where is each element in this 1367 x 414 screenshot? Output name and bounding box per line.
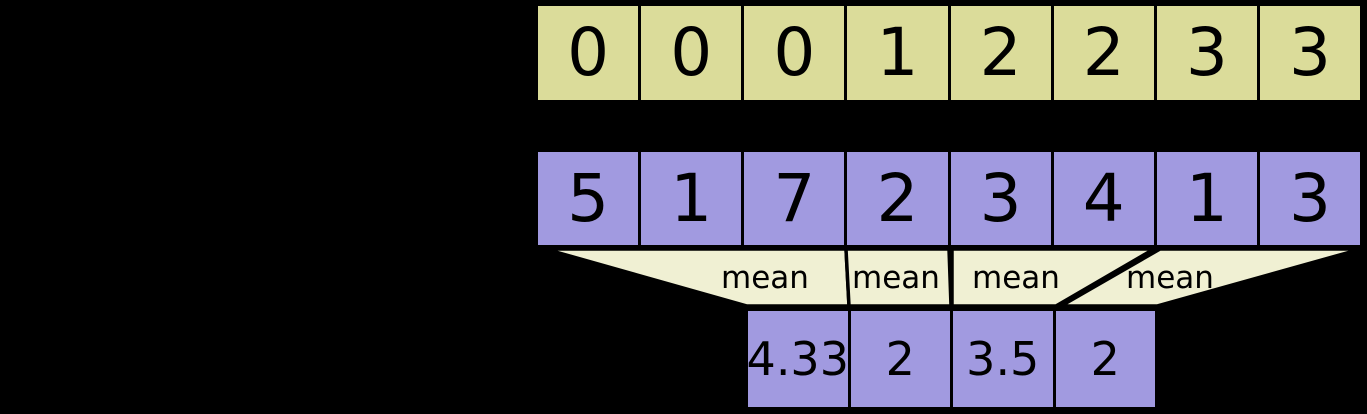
segment-id-cell: 2 [950,6,1051,100]
result-cell: 2 [850,311,950,407]
segment-id-cell: 3 [1259,6,1360,100]
mean-label-4: mean [1126,260,1214,296]
data-cell: 7 [744,152,845,245]
segment-id-cell: 0 [744,6,845,100]
segment-id-cell: 3 [1156,6,1257,100]
result-cell: 2 [1055,311,1155,407]
segment-id-cell: 0 [538,6,639,100]
data-cell: 3 [1259,152,1360,245]
mean-funnel-4 [1054,247,1362,308]
data-row: 5 1 7 2 3 4 1 3 [535,149,1363,248]
data-cell: 3 [950,152,1051,245]
mean-label-2: mean [852,260,940,296]
data-cell: 1 [641,152,742,245]
data-cell: 5 [538,152,639,245]
segment-id-cell: 1 [847,6,948,100]
result-cell: 3.5 [953,311,1053,407]
result-row: 4.33 2 3.5 2 [745,308,1158,410]
result-cell: 4.33 [748,311,848,407]
mean-label-1: mean [721,260,809,296]
segment-ids-row: 0 0 0 1 2 2 3 3 [535,3,1363,103]
mean-label-3: mean [972,260,1060,296]
mean-funnel-3 [950,247,1161,308]
data-cell: 1 [1156,152,1257,245]
segment-id-cell: 0 [641,6,742,100]
data-cell: 2 [847,152,948,245]
data-cell: 4 [1053,152,1154,245]
segment-id-cell: 2 [1053,6,1154,100]
